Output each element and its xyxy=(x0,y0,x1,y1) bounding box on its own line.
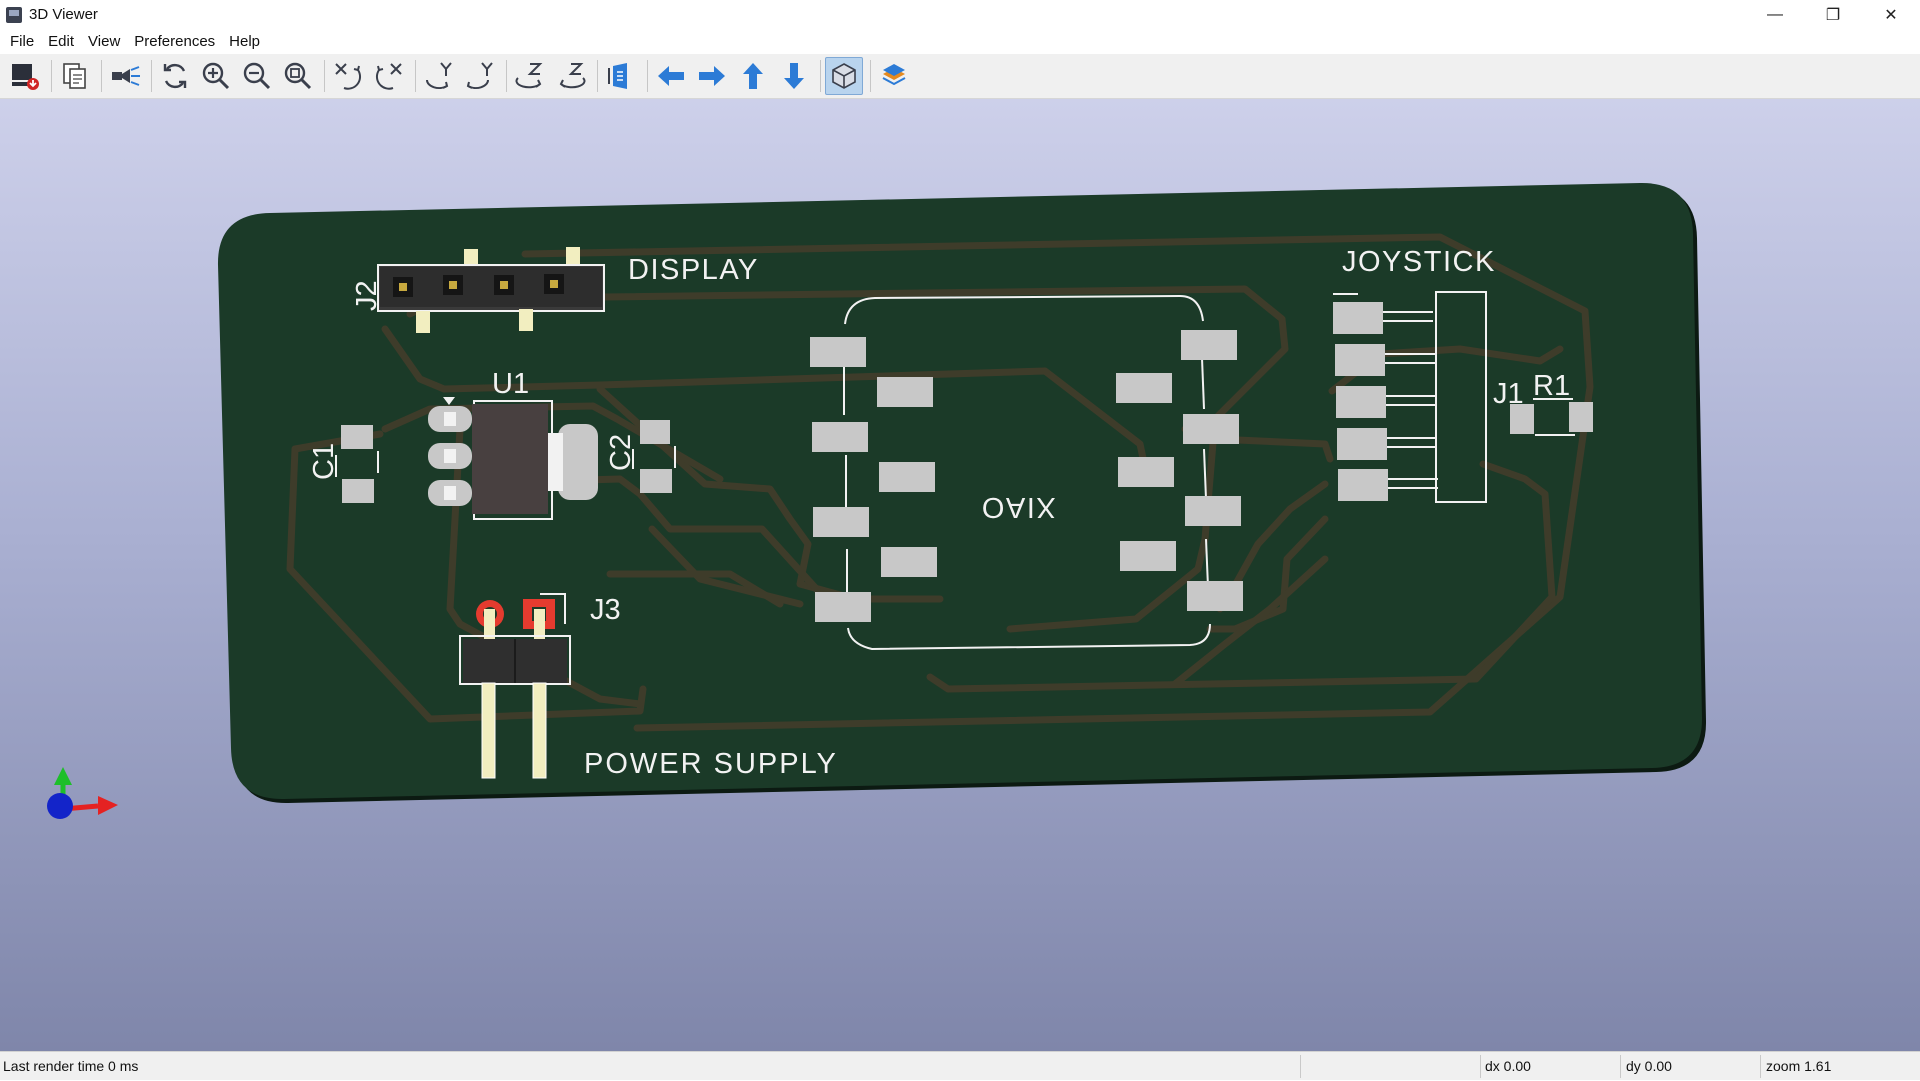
move-down-button[interactable] xyxy=(775,57,813,95)
raytracing-button[interactable] xyxy=(106,57,144,95)
dy-status: dy 0.00 xyxy=(1626,1058,1672,1074)
status-divider xyxy=(1300,1055,1301,1078)
xiao-outline xyxy=(843,294,1211,651)
flip-board-icon xyxy=(608,63,627,89)
pcb-board xyxy=(217,182,1703,800)
toolbar-separator xyxy=(415,60,416,92)
orthographic-toggle-button[interactable] xyxy=(825,57,863,95)
c2-footprint xyxy=(632,420,676,493)
move-right-button[interactable] xyxy=(693,57,731,95)
label-c2: C2 xyxy=(605,434,637,471)
r1-footprint xyxy=(1510,398,1593,436)
move-left-button[interactable] xyxy=(652,57,690,95)
label-power-supply: POWER SUPPLY xyxy=(584,748,838,780)
toolbar-separator xyxy=(820,60,821,92)
dx-status: dx 0.00 xyxy=(1485,1058,1531,1074)
label-joystick: JOYSTICK xyxy=(1342,246,1496,278)
refresh-icon xyxy=(163,64,187,88)
rotate-z-ccw-button[interactable] xyxy=(552,57,590,95)
zoom-out-button[interactable] xyxy=(238,57,276,95)
label-r1: R1 xyxy=(1533,370,1570,402)
minimize-button[interactable]: — xyxy=(1767,5,1783,23)
export-image-icon xyxy=(12,64,39,90)
arrow-right-icon xyxy=(699,66,725,86)
menu-edit[interactable]: Edit xyxy=(48,33,75,50)
axis-gizmo xyxy=(47,767,118,819)
rotate-y-ccw-button[interactable] xyxy=(461,57,499,95)
arrow-up-icon xyxy=(743,63,763,89)
label-u1: U1 xyxy=(492,368,529,400)
menu-help[interactable]: Help xyxy=(229,33,261,50)
toolbar-separator xyxy=(506,60,507,92)
toolbar-separator xyxy=(324,60,325,92)
label-display: DISPLAY xyxy=(628,254,759,286)
zoom-status: zoom 1.61 xyxy=(1766,1058,1832,1074)
toolbar-separator xyxy=(51,60,52,92)
rotate-z-cw-icon xyxy=(515,63,543,89)
rotate-y-cw-button[interactable] xyxy=(420,57,458,95)
menu-file[interactable]: File xyxy=(10,33,35,50)
move-up-button[interactable] xyxy=(734,57,772,95)
rotate-z-cw-button[interactable] xyxy=(511,57,549,95)
3d-viewport[interactable]: DISPLAY JOYSTICK POWER SUPPLY XIAO J1 R1… xyxy=(0,99,1920,1051)
label-j1: J1 xyxy=(1493,378,1524,410)
zoom-fit-icon xyxy=(284,62,312,90)
rotate-x-cw-button[interactable] xyxy=(329,57,367,95)
layers-button[interactable] xyxy=(875,57,913,95)
label-j3: J3 xyxy=(590,594,621,626)
pcb-scene: DISPLAY JOYSTICK POWER SUPPLY XIAO J1 R1… xyxy=(47,182,1707,819)
arrow-down-icon xyxy=(784,63,804,89)
arrow-left-icon xyxy=(658,66,684,86)
export-image-button[interactable] xyxy=(6,57,44,95)
layers-icon xyxy=(882,64,906,86)
toolbar-separator xyxy=(101,60,102,92)
label-xiao: XIAO xyxy=(980,491,1055,523)
toolbar-separator xyxy=(647,60,648,92)
status-bar: Last render time 0 ms dx 0.00 dy 0.00 zo… xyxy=(0,1051,1920,1080)
zoom-in-icon xyxy=(202,62,230,90)
status-divider xyxy=(1480,1055,1481,1078)
app-icon xyxy=(6,6,22,23)
display-header-j2 xyxy=(377,247,605,333)
close-button[interactable]: ✕ xyxy=(1884,6,1898,24)
menu-preferences[interactable]: Preferences xyxy=(134,33,216,50)
zoom-in-button[interactable] xyxy=(197,57,235,95)
toolbar xyxy=(0,54,1920,99)
maximize-button[interactable]: ❐ xyxy=(1825,6,1841,24)
rotate-x-cw-icon xyxy=(335,63,361,90)
zoom-fit-button[interactable] xyxy=(279,57,317,95)
power-header-j3 xyxy=(459,593,571,779)
xiao-pads xyxy=(810,330,1243,622)
menu-view[interactable]: View xyxy=(88,33,121,50)
rotate-y-cw-icon xyxy=(425,62,452,90)
c1-footprint xyxy=(335,425,379,503)
copy-icon xyxy=(63,63,86,89)
render-time-status: Last render time 0 ms xyxy=(3,1058,139,1074)
copy-to-clipboard-button[interactable] xyxy=(56,57,94,95)
window-title: 3D Viewer xyxy=(29,6,98,23)
rotate-z-ccw-icon xyxy=(559,63,586,89)
joystick-j1-footprint xyxy=(1333,291,1487,503)
ortho-cube-icon xyxy=(832,63,856,89)
rotate-x-ccw-icon xyxy=(376,63,402,90)
toolbar-separator xyxy=(870,60,871,92)
rotate-x-ccw-button[interactable] xyxy=(370,57,408,95)
render-icon xyxy=(112,66,140,86)
regulator-u1 xyxy=(428,397,598,520)
reload-button[interactable] xyxy=(156,57,194,95)
toolbar-separator xyxy=(597,60,598,92)
label-c1: C1 xyxy=(308,443,340,480)
status-divider xyxy=(1760,1055,1761,1078)
rotate-y-ccw-icon xyxy=(466,62,493,90)
zoom-out-icon xyxy=(243,62,271,90)
menu-bar: File Edit View Preferences Help xyxy=(0,29,1920,54)
window-controls: — ❐ ✕ xyxy=(1746,0,1920,29)
status-divider xyxy=(1620,1055,1621,1078)
label-j2: J2 xyxy=(351,280,383,311)
title-bar: 3D Viewer — ❐ ✕ xyxy=(0,0,1920,29)
flip-board-button[interactable] xyxy=(602,57,640,95)
toolbar-separator xyxy=(151,60,152,92)
pcb-traces xyxy=(286,233,1594,732)
